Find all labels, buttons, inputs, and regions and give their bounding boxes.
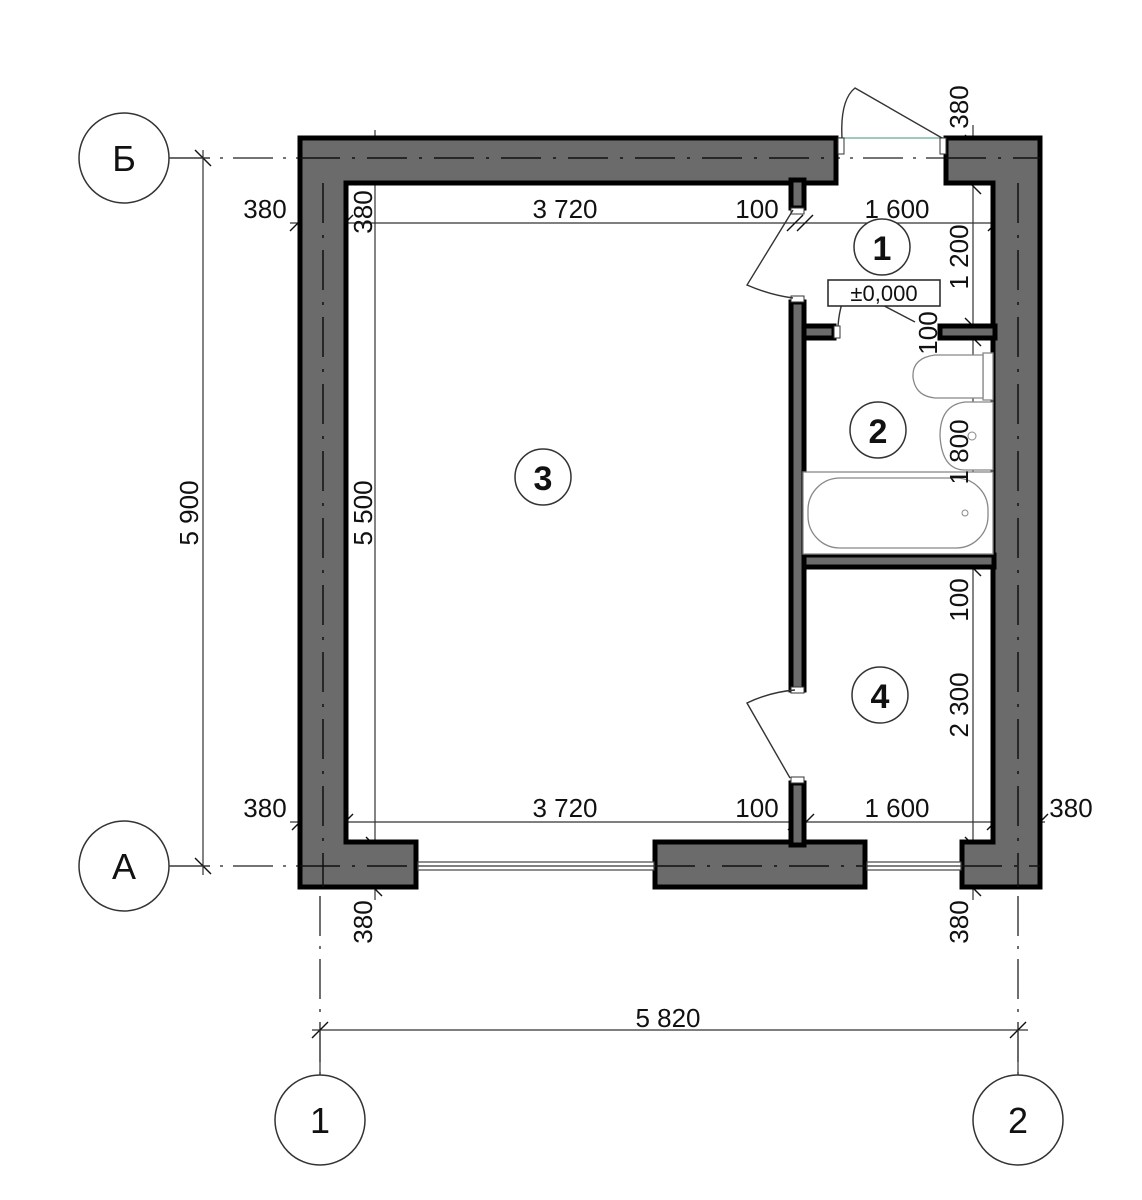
dim-right-room4: 2 300 <box>944 672 974 737</box>
dim-top-wall-left: 380 <box>243 194 286 224</box>
toilet-tank <box>982 352 994 401</box>
partition-bath-kitchen <box>801 552 997 570</box>
partition-hall-bath <box>801 323 837 341</box>
dim-bottom-wall-right: 380 <box>1049 793 1092 823</box>
dim-right-room2: 1 800 <box>944 419 974 484</box>
dim-right-top-wall: 380 <box>944 85 974 128</box>
dim-bottom-wall-left: 380 <box>243 793 286 823</box>
axis-label-b: Б <box>112 138 136 179</box>
dim-top-partition: 100 <box>735 194 778 224</box>
axis-label-a: А <box>112 846 136 887</box>
room-number-4: 4 <box>871 678 890 716</box>
doors <box>745 87 947 784</box>
dim-right-partition-1: 100 <box>913 311 943 354</box>
axis-label-2: 2 <box>1008 1100 1028 1141</box>
windows <box>417 861 962 871</box>
dim-bottom-room3: 3 720 <box>532 793 597 823</box>
dim-overall-depth: 5 900 <box>174 480 204 545</box>
partition-vertical <box>788 299 807 693</box>
toilet-bowl-icon <box>912 354 984 399</box>
entrance-door-swing <box>841 87 943 139</box>
dim-top-wall-inner: 380 <box>348 190 378 233</box>
partition-stub-top <box>788 177 807 211</box>
room-number-2: 2 <box>869 413 888 451</box>
bathroom-fixtures <box>802 352 994 555</box>
room-labels: 1 2 3 4 <box>514 218 911 724</box>
dim-bottom-partition: 100 <box>735 793 778 823</box>
dimension-texts: 380 3 720 100 1 600 380 380 3 720 100 1 … <box>174 85 1093 1033</box>
dim-right-partition-2: 100 <box>944 578 974 621</box>
axis-label-1: 1 <box>310 1100 330 1141</box>
wall-top-left <box>297 135 839 890</box>
level-mark-text: ±0,000 <box>850 281 917 306</box>
bathtub-icon <box>807 477 989 549</box>
partition-stub-bottom <box>788 780 807 848</box>
door-kitchen <box>746 689 796 779</box>
dim-bottom-wall-right-vert: 380 <box>944 900 974 943</box>
dim-top-room1: 1 600 <box>864 194 929 224</box>
room-number-1: 1 <box>873 230 892 268</box>
dim-room3-depth: 5 500 <box>348 480 378 545</box>
wall-bottom-pier <box>652 839 868 890</box>
axis-bubbles: Б А 1 2 <box>78 112 1064 1166</box>
sink-icon <box>939 401 994 471</box>
partition-hall-bath-right <box>937 323 998 341</box>
dim-overall-width: 5 820 <box>635 1003 700 1033</box>
dim-bottom-room4: 1 600 <box>864 793 929 823</box>
dim-top-room3: 3 720 <box>532 194 597 224</box>
dim-bottom-wall-left-vert: 380 <box>348 900 378 943</box>
level-mark: ±0,000 <box>827 279 941 307</box>
door-hall-room3 <box>745 209 794 299</box>
wall-centerlines <box>300 157 1040 887</box>
dim-right-room1: 1 200 <box>944 224 974 289</box>
room-number-3: 3 <box>534 460 553 498</box>
